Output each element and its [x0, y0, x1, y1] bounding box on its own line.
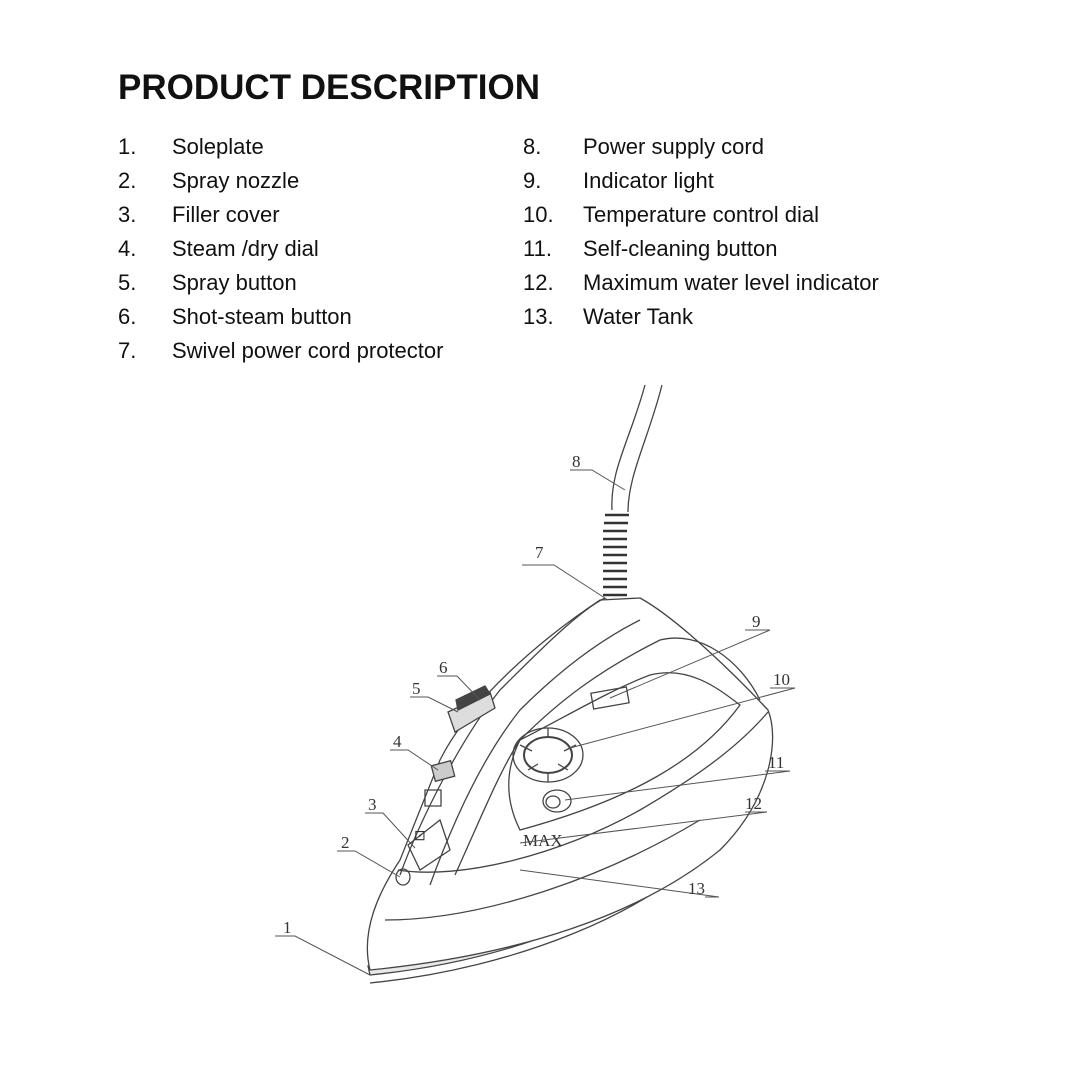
item-number: 8.: [523, 134, 542, 159]
spray-nozzle: [395, 868, 411, 886]
item-number: 7.: [118, 338, 137, 363]
parts-list-right: 8. Power supply cord 9. Indicator light 10…: [523, 134, 1043, 338]
filler-cover: [407, 818, 451, 871]
item-number: 5.: [118, 270, 137, 295]
item-label: Power supply cord: [583, 134, 764, 159]
item-number: 9.: [523, 168, 542, 193]
item-number: 3.: [118, 202, 137, 227]
callout-6: 6: [439, 658, 448, 677]
item-label: Temperature control dial: [583, 202, 820, 227]
list-item: 8. Power supply cord: [523, 134, 1043, 168]
callout-3: 3: [368, 795, 377, 814]
item-label: Filler cover: [172, 202, 280, 227]
svg-text:⊡: ⊡: [414, 827, 426, 843]
item-label: Soleplate: [172, 134, 264, 159]
callout-4: 4: [393, 732, 402, 751]
item-number: 13.: [523, 304, 554, 329]
list-item: 11. Self-cleaning button: [523, 236, 1043, 270]
cord-protector: [603, 513, 629, 597]
list-item: 6. Shot-steam button: [118, 304, 518, 338]
indicator-light: [590, 686, 630, 710]
item-number: 12.: [523, 270, 554, 295]
list-item: 5. Spray button: [118, 270, 518, 304]
callout-2: 2: [341, 833, 350, 852]
list-item: 7. Swivel power cord protector: [118, 338, 518, 372]
parts-list-left: 1. Soleplate 2. Spray nozzle 3. Filler cove…: [118, 134, 518, 372]
item-label: Maximum water level indicator: [583, 270, 879, 295]
item-label: Indicator light: [583, 168, 714, 193]
item-number: 4.: [118, 236, 137, 261]
callout-8: 8: [572, 452, 581, 471]
callout-7: 7: [535, 543, 544, 562]
item-label: Spray nozzle: [172, 168, 300, 193]
handle: [399, 597, 641, 886]
self-cleaning-button: [542, 789, 572, 813]
callout-1: 1: [283, 918, 292, 937]
temperature-dial: [512, 727, 584, 783]
item-label: Water Tank: [583, 304, 694, 329]
page-title: PRODUCT DESCRIPTION: [118, 68, 540, 107]
power-cord: [611, 384, 663, 513]
callout-9: 9: [752, 612, 761, 631]
list-item: 2. Spray nozzle: [118, 168, 518, 202]
item-label: Swivel power cord protector: [172, 338, 444, 363]
item-label: Steam /dry dial: [172, 236, 319, 261]
item-label: Shot-steam button: [172, 304, 352, 329]
callout-13: 13: [688, 879, 705, 898]
list-item: 1. Soleplate: [118, 134, 518, 168]
item-number: 11.: [523, 236, 552, 261]
item-label: Spray button: [172, 270, 297, 295]
item-number: 10.: [523, 202, 554, 227]
leader-lines: [275, 469, 796, 976]
item-label: Self-cleaning button: [583, 236, 778, 261]
callout-5: 5: [412, 679, 421, 698]
iron-body: [366, 597, 774, 971]
item-number: 1.: [118, 134, 137, 159]
callout-10: 10: [773, 670, 790, 689]
list-item: 13. Water Tank: [523, 304, 1043, 338]
list-item: 12. Maximum water level indicator: [523, 270, 1043, 304]
list-item: 4. Steam /dry dial: [118, 236, 518, 270]
callout-12: 12: [745, 794, 762, 813]
list-item: 9. Indicator light: [523, 168, 1043, 202]
callout-11: 11: [768, 753, 784, 772]
list-item: 3. Filler cover: [118, 202, 518, 236]
list-item: 10. Temperature control dial: [523, 202, 1043, 236]
item-number: 2.: [118, 168, 137, 193]
item-number: 6.: [118, 304, 137, 329]
steam-dry-dial: [430, 759, 456, 783]
